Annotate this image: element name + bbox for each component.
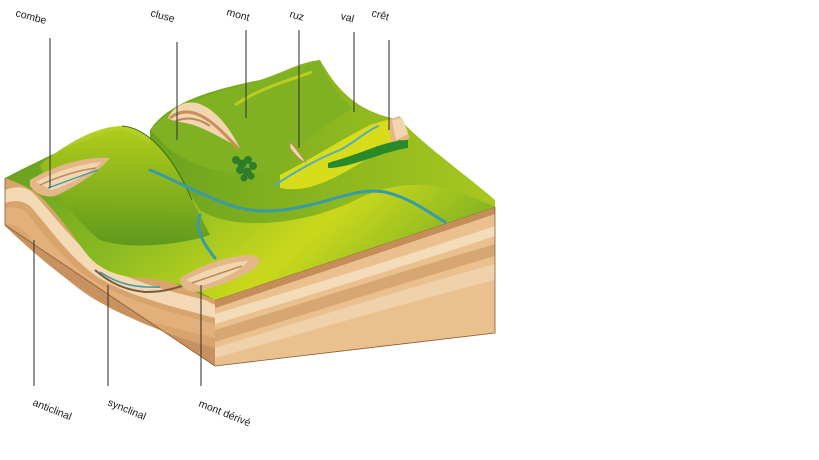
label-cluse: cluse [149, 7, 176, 25]
label-anticlinal: anticlinal [31, 397, 73, 423]
label-ruz: ruz [288, 8, 305, 23]
label-combe: combe [14, 7, 48, 27]
label-mont: mont [225, 6, 251, 24]
label-mont-derive: mont dérivé [197, 398, 253, 430]
label-synclinal: synclinal [106, 397, 148, 423]
label-val: val [339, 10, 355, 25]
label-cret: crêt [370, 7, 390, 23]
